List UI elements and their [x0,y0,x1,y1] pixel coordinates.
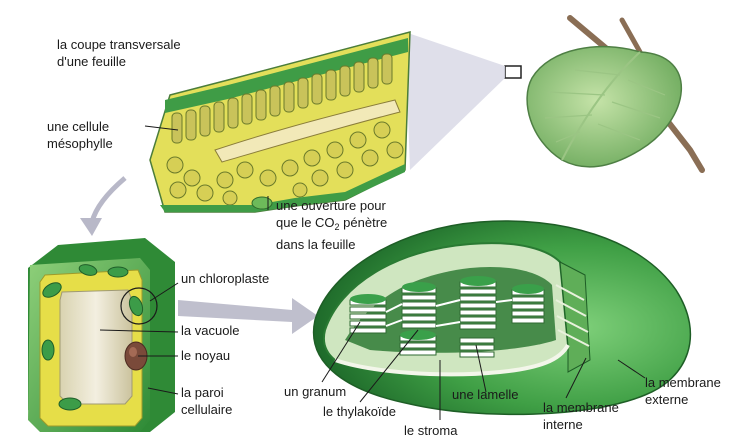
label-inner-membrane: la membrane interne [543,400,619,432]
leader-lines [99,125,646,420]
label-nucleus: le noyau [181,348,231,363]
arrow-to-cell [89,176,127,223]
leaf-cross-section [149,31,411,213]
chloroplast-cutaway [312,220,692,416]
label-thylakoid: le thylakoïde [323,404,396,419]
leaf-blade [526,45,682,168]
label-lamella: une lamelle [452,387,519,402]
label-outer-membrane: la membrane externe [645,375,721,407]
arrow-to-chloroplast [178,298,318,334]
label-cell-wall: la paroi cellulaire [181,385,233,417]
label-vacuole: la vacuole [181,323,240,338]
twig [619,17,643,55]
label-stroma: le stroma [404,423,458,438]
plant-cell [28,238,175,432]
chloroplast-highlight [120,287,158,325]
leaf-sample-box [504,65,522,79]
leaf-midrib [561,51,641,161]
label-stoma: une ouverture pour que le CO2 pénètre da… [276,198,388,252]
leaf-illustration [504,15,705,173]
label-mesophyll-cell: une cellule mésophylle [47,119,113,151]
label-chloroplast: un chloroplaste [181,271,270,286]
label-leaf-section: la coupe transversale d'une feuille [57,37,181,69]
zoom-wedge [405,32,505,170]
stoma [251,196,273,210]
label-granum: un granum [284,384,347,399]
